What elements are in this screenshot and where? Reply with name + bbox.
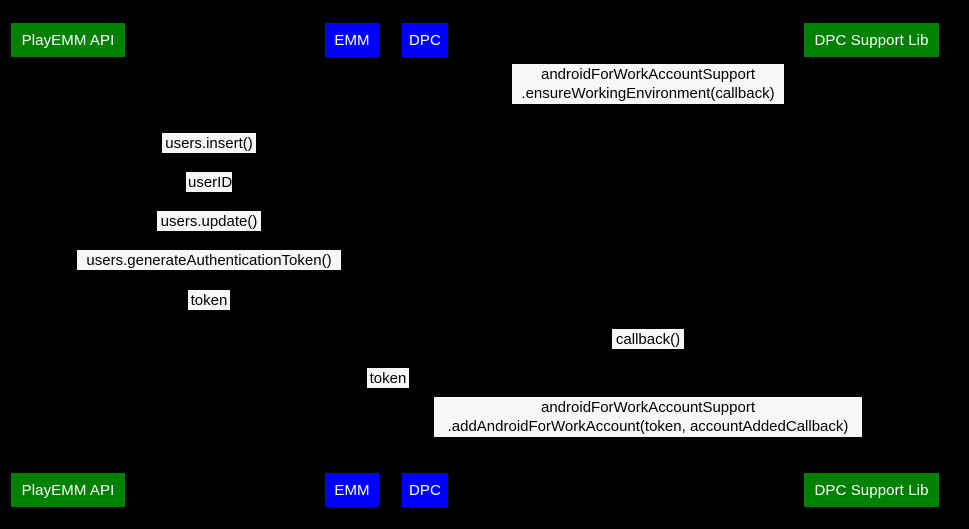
participant-label: DPC Support Lib: [814, 31, 929, 49]
message-label-users-update: users.update(): [157, 211, 261, 231]
message-label-user-id: userID: [186, 172, 233, 192]
participant-bottom-dpc[interactable]: DPC: [402, 473, 448, 507]
participant-label: EMM: [334, 31, 370, 49]
participant-label: DPC: [409, 31, 441, 49]
participant-top-dpc-support-lib[interactable]: DPC Support Lib: [804, 23, 939, 57]
participant-label: PlayEMM API: [21, 481, 115, 499]
message-label-users-generate-authentication-token: users.generateAuthenticationToken(): [77, 250, 341, 270]
message-label-callback: callback(): [612, 329, 684, 349]
participant-label: DPC Support Lib: [814, 481, 929, 499]
participant-label: EMM: [334, 481, 370, 499]
participant-label: PlayEMM API: [21, 31, 115, 49]
participant-bottom-dpc-support-lib[interactable]: DPC Support Lib: [804, 473, 939, 507]
participant-top-dpc[interactable]: DPC: [402, 23, 448, 57]
message-label-add-android-for-work-account: androidForWorkAccountSupport .addAndroid…: [434, 397, 862, 437]
message-label-token-down: token: [188, 290, 230, 310]
participant-label: DPC: [409, 481, 441, 499]
participant-bottom-playemm-api[interactable]: PlayEMM API: [11, 473, 125, 507]
participant-bottom-emm[interactable]: EMM: [325, 473, 379, 507]
message-label-users-insert: users.insert(): [162, 133, 256, 153]
participant-top-emm[interactable]: EMM: [325, 23, 379, 57]
message-label-ensure-working-environment: androidForWorkAccountSupport .ensureWork…: [512, 64, 784, 104]
participant-top-playemm-api[interactable]: PlayEMM API: [11, 23, 125, 57]
message-label-token-to-dpc: token: [367, 368, 409, 388]
